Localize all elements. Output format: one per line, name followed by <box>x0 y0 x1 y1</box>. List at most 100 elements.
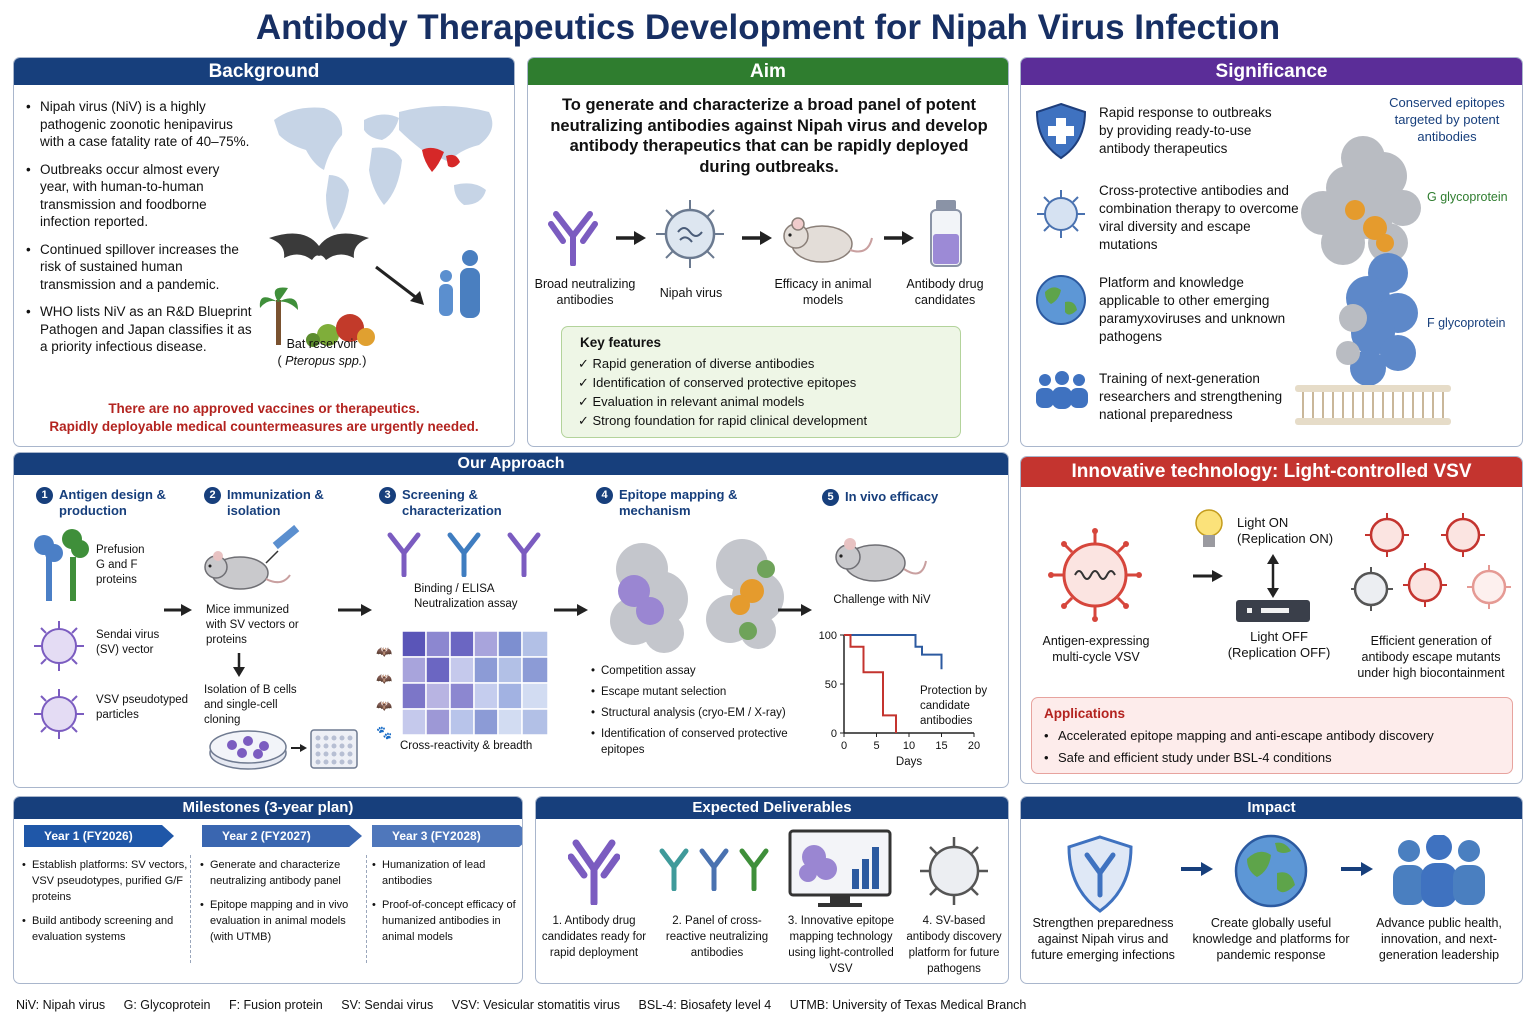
protection-label: Protection by candidate antibodies <box>920 685 988 727</box>
flow-label-animal: Efficacy in animal models <box>774 277 872 307</box>
vsv-particle-icon <box>34 689 84 739</box>
bat-silhouette-icon: 🦇 <box>376 698 393 713</box>
x-tick-label: 15 <box>935 740 947 752</box>
milestones-panel: Milestones (3-year plan) Year 1 (FY2026)… <box>13 796 523 984</box>
globe-icon <box>1036 275 1086 325</box>
background-bullet: Nipah virus (NiV) is a highly pathogenic… <box>20 98 252 151</box>
key-feature-item: ✓ Identification of conserved protective… <box>578 375 857 390</box>
antigen-item: VSV pseudotyped particles <box>96 694 189 721</box>
animal-silhouette-icon: 🐾 <box>376 725 393 740</box>
bat-species-label: ( Pteropus spp.) <box>277 354 367 368</box>
aim-panel: Aim To generate and characterize a broad… <box>527 57 1009 447</box>
epitope-method: Identification of conserved protective e… <box>589 726 804 758</box>
footer-abbrev: BSL-4: Biosafety level 4 <box>638 998 772 1012</box>
footer-abbrev: F: Fusion protein <box>228 998 323 1012</box>
background-bullet: Continued spillover increases the risk o… <box>20 241 252 294</box>
survival-series-line <box>844 634 943 670</box>
bat-silhouette-icon: 🦇 <box>376 644 393 659</box>
step-title: Antigen design & production <box>59 487 166 518</box>
people-icon <box>1393 835 1485 907</box>
light-device-icon <box>1236 600 1310 622</box>
step-number: 5 <box>822 489 839 506</box>
humans-icon <box>439 250 480 318</box>
bat-icon <box>269 233 369 260</box>
cross-reactivity-heatmap <box>402 631 548 735</box>
impact-item: Create globally useful knowledge and pla… <box>1192 916 1350 962</box>
arrow-icon <box>778 604 812 616</box>
step-title: Epitope mapping & mechanism <box>619 487 738 518</box>
milestone-item: Proof-of-concept efficacy of humanized a… <box>370 897 520 945</box>
applications-list: Accelerated epitope mapping and anti-esc… <box>1038 727 1498 770</box>
flow-label-antibodies: Broad neutralizing antibodies <box>534 277 636 307</box>
arrow-icon <box>1181 862 1213 876</box>
innovative-header: Innovative technology: Light-controlled … <box>1021 457 1522 487</box>
year-tab-3: Year 3 (FY2028) <box>372 825 522 847</box>
petri-dish-icon <box>209 730 287 770</box>
nipah-virus-icon <box>656 200 724 268</box>
x-tick-label: 0 <box>841 740 847 752</box>
year-2-list: Generate and characterize neutralizing a… <box>198 857 358 953</box>
g-glycoprotein-label: G glycoprotein <box>1427 190 1508 204</box>
step-number: 4 <box>596 487 613 504</box>
antibody-icon <box>568 839 620 905</box>
survival-series-line <box>844 634 897 733</box>
epitope-method: Escape mutant selection <box>589 684 804 700</box>
milestone-item: Build antibody screening and evaluation … <box>20 913 190 945</box>
well-plate-icon <box>310 729 358 769</box>
background-warning: There are no approved vaccines or therap… <box>14 400 514 436</box>
application-item: Accelerated epitope mapping and anti-esc… <box>1038 727 1498 745</box>
globe-icon <box>1234 834 1308 908</box>
antigen-item: Prefusion G and F proteins <box>96 544 145 586</box>
innovative-panel: Innovative technology: Light-controlled … <box>1020 456 1523 784</box>
world-map-illustration <box>274 106 493 230</box>
footer-abbrev: SV: Sendai virus <box>341 998 434 1012</box>
mouse-icon <box>783 217 873 263</box>
vsv-label: Antigen-expressing multi-cycle VSV <box>1042 634 1150 664</box>
x-tick-label: 10 <box>903 740 915 752</box>
y-tick-label: 50 <box>825 679 837 691</box>
warning-line-1: There are no approved vaccines or therap… <box>108 401 420 416</box>
step-title: Immunization & isolation <box>227 487 324 518</box>
bat-reservoir-label: Bat reservoir <box>286 337 358 351</box>
background-panel: Background Nipah virus (NiV) is a highly… <box>13 57 515 447</box>
arrow-icon <box>616 231 646 245</box>
prefusion-proteins-icon <box>34 529 89 601</box>
x-axis-label: Days <box>896 756 922 768</box>
conserved-epitopes-label: Conserved epitopes targeted by potent an… <box>1389 95 1505 144</box>
syringe-mouse-icon <box>204 525 300 590</box>
significance-panel: Significance Rapid response to outbreaks… <box>1020 57 1523 447</box>
impact-panel: Impact Strengthen preparedness against N… <box>1020 796 1523 984</box>
application-item: Safe and efficient study under BSL-4 con… <box>1038 749 1498 767</box>
abbreviations-footer: NiV: Nipah virus G: Glycoprotein F: Fusi… <box>16 998 1041 1012</box>
fruit-tree-illustration <box>259 287 375 347</box>
light-on-label: Light ON (Replication ON) <box>1237 515 1334 546</box>
arrow-to-humans-icon <box>375 265 424 305</box>
key-feature-item: ✓ Rapid generation of diverse antibodies <box>578 356 815 371</box>
footer-abbrev: VSV: Vesicular stomatitis virus <box>451 998 621 1012</box>
significance-item: Platform and knowledge applicable to oth… <box>1099 275 1286 344</box>
epitope-method: Structural analysis (cryo-EM / X-ray) <box>589 705 804 721</box>
key-feature-text: Identification of conserved protective e… <box>592 375 857 390</box>
light-off-label: Light OFF (Replication OFF) <box>1227 629 1331 660</box>
vial-icon <box>930 200 962 267</box>
deliverable-item: 1. Antibody drug candidates ready for ra… <box>541 915 647 959</box>
arrow-icon <box>884 231 914 245</box>
epitope-structures-illustration <box>610 539 784 653</box>
animal-silhouettes: 🦇 🦇 🦇 🐾 <box>376 638 392 746</box>
deliverable-item: 3. Innovative epitope mapping technology… <box>787 915 895 975</box>
x-tick-label: 5 <box>873 740 879 752</box>
arrow-icon <box>1193 570 1223 582</box>
key-feature-text: Strong foundation for rapid clinical dev… <box>592 413 868 428</box>
sv-virus-icon <box>920 837 988 905</box>
impact-item: Advance public health, innovation, and n… <box>1376 916 1502 962</box>
warning-line-2: Rapidly deployable medical countermeasur… <box>49 419 479 434</box>
light-bulb-icon <box>1195 509 1223 547</box>
escape-mutants-label: Efficient generation of antibody escape … <box>1357 634 1505 680</box>
key-feature-item: ✓ Evaluation in relevant animal models <box>578 394 805 409</box>
cross-reactivity-label: Cross-reactivity & breadth <box>400 740 533 752</box>
deliverables-header: Expected Deliverables <box>536 797 1008 819</box>
arrow-icon <box>291 744 307 752</box>
deliverable-item: 2. Panel of cross-reactive neutralizing … <box>665 915 769 959</box>
key-features-title: Key features <box>580 335 662 350</box>
